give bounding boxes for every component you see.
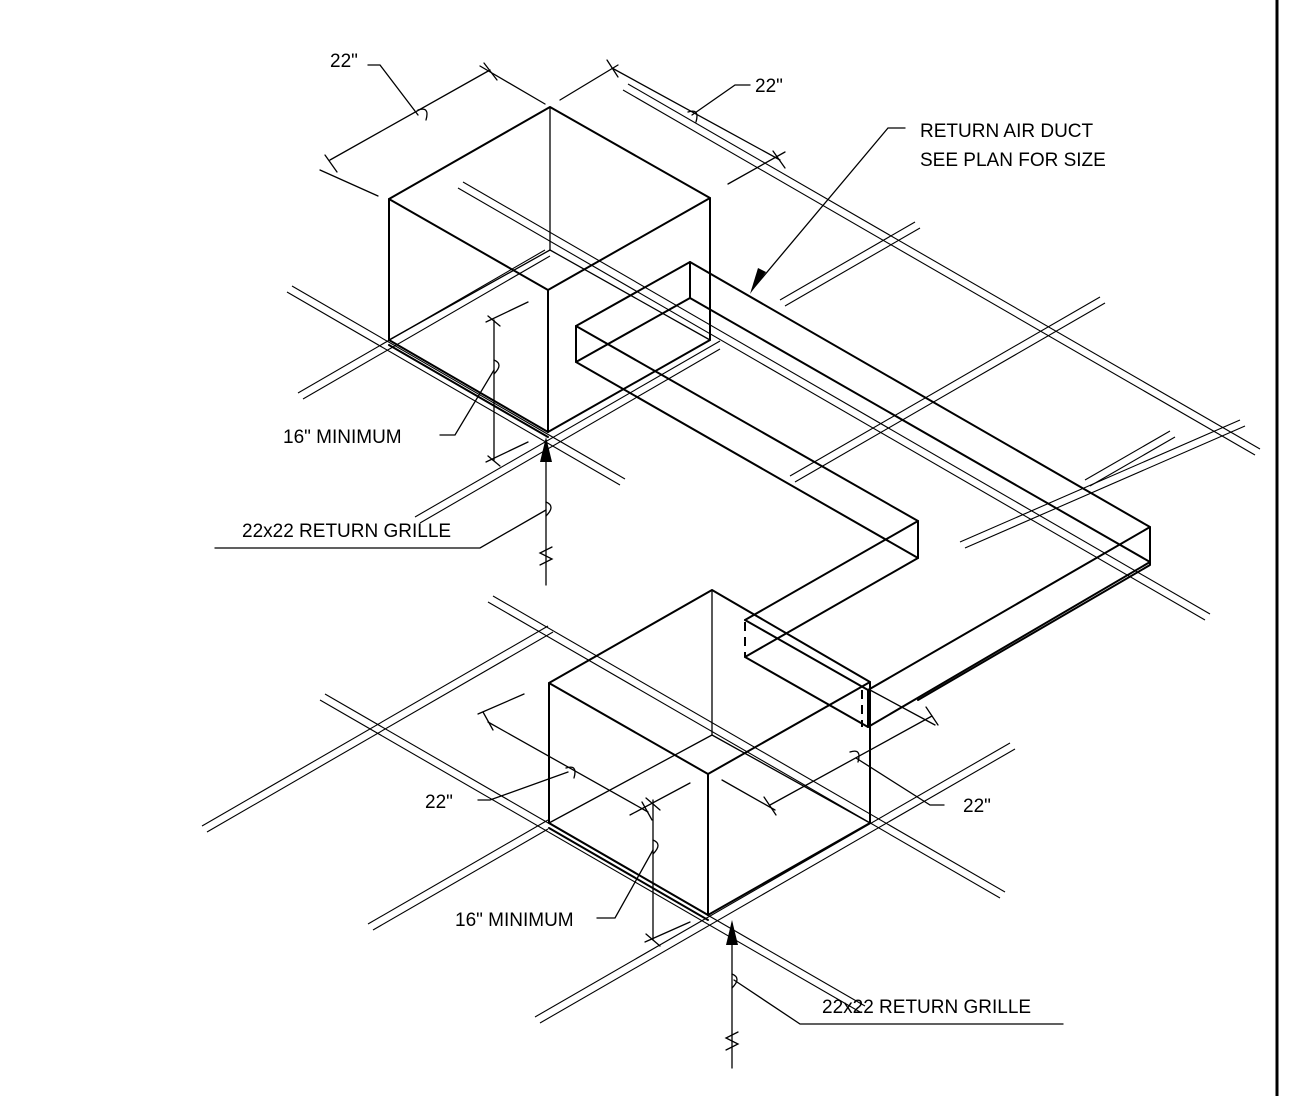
return-duct-label-line1: RETURN AIR DUCT <box>920 121 1094 142</box>
lower-plenum-box <box>548 589 871 921</box>
upper-dimension-left <box>319 62 546 197</box>
upper-height-dimension <box>439 301 529 467</box>
lower-grille-leader <box>724 920 1064 1069</box>
lower-dim-left-label: 22" <box>425 792 453 813</box>
ceiling-grid-upper <box>286 83 1261 621</box>
upper-plenum-box <box>388 106 711 438</box>
return-duct-leader <box>750 127 906 294</box>
lower-dimension-left <box>477 693 691 821</box>
return-air-duct <box>575 261 1151 728</box>
lower-dimension-right <box>721 689 945 816</box>
upper-dim-right-label: 22" <box>755 76 783 97</box>
lower-dim-right-label: 22" <box>963 796 991 817</box>
lower-min-height-label: 16" MINIMUM <box>455 910 574 931</box>
lower-height-dimension <box>596 797 691 947</box>
upper-dim-left-label: 22" <box>330 51 358 72</box>
upper-grille-label: 22x22 RETURN GRILLE <box>242 521 451 542</box>
lower-grille-label: 22x22 RETURN GRILLE <box>822 997 1031 1018</box>
upper-grille-leader <box>214 437 554 586</box>
upper-dimension-right <box>559 59 786 185</box>
return-duct-label-line2: SEE PLAN FOR SIZE <box>920 150 1106 171</box>
upper-min-height-label: 16" MINIMUM <box>283 427 402 448</box>
ceiling-grid-lower <box>201 595 1016 1024</box>
